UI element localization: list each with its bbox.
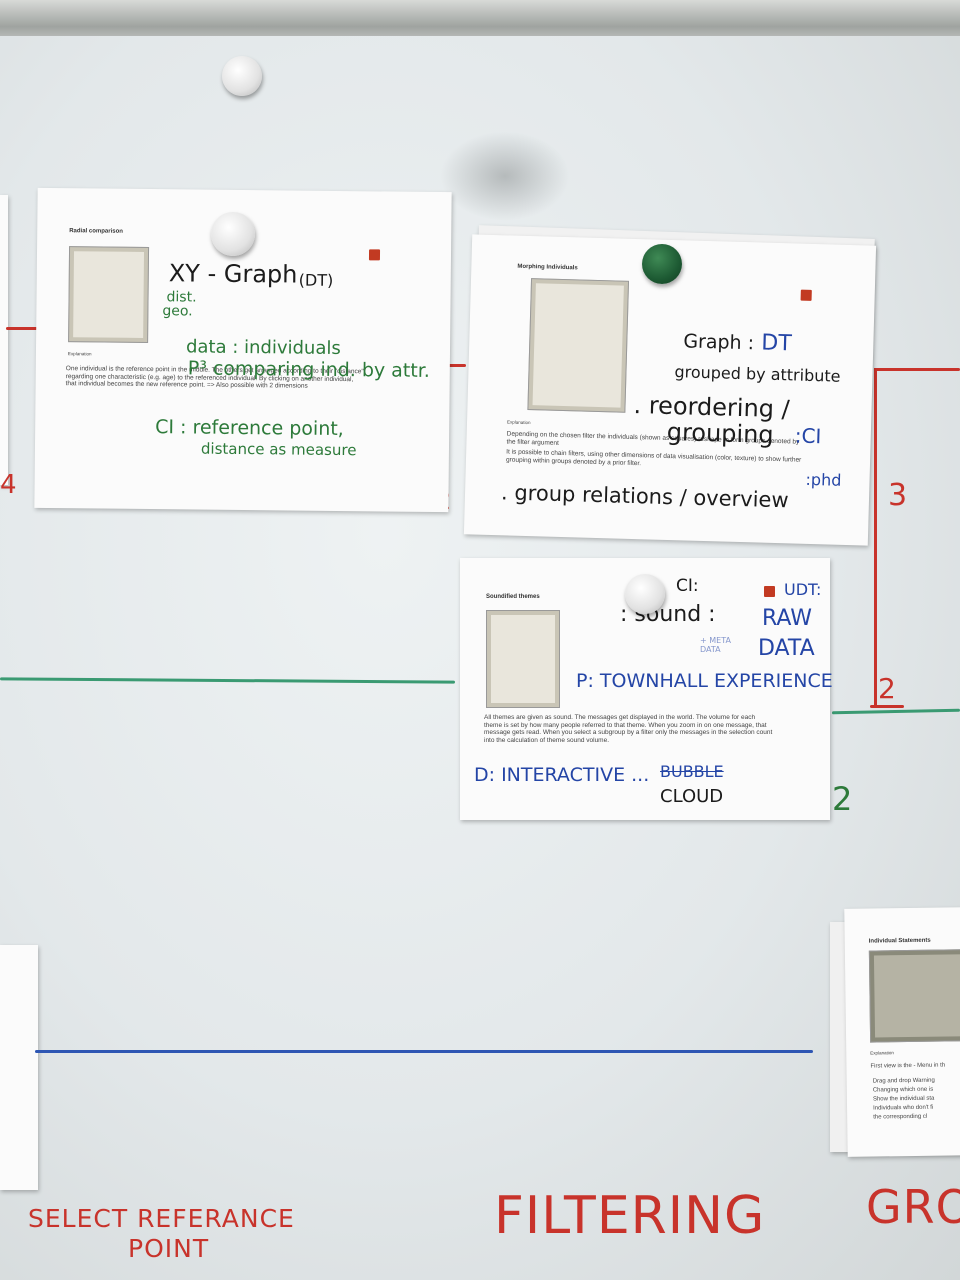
magnet-card-2 <box>642 244 682 284</box>
bullet-5: the corresponding cl <box>873 1113 928 1121</box>
card-individual-statements: Individual Statements Explanation First … <box>844 907 960 1157</box>
board-number-two-right: 2 <box>878 672 896 705</box>
paper-fragment-left-top <box>0 195 8 485</box>
sketch-photo-content <box>873 954 960 1038</box>
column-label-select-reference: SELECT REFERANCE <box>28 1204 295 1233</box>
note-display: D: INTERACTIVE ... <box>474 764 650 786</box>
board-number-three: 3 <box>888 478 908 513</box>
presentation-icon <box>368 249 381 261</box>
column-label-filtering: FILTERING <box>494 1186 766 1246</box>
note-purpose: P: TOWNHALL EXPERIENCE <box>576 670 833 692</box>
explanation-label: Explanation <box>506 419 531 426</box>
blue-line <box>35 1050 813 1053</box>
bullet-3: Show the individual sta <box>872 1095 935 1103</box>
note-relations: . group relations / overview <box>500 480 789 513</box>
note-dt: (DT) <box>298 270 334 290</box>
note-graph: Graph : <box>683 330 755 355</box>
sketch-photo-content <box>532 283 624 408</box>
column-label-grouping: GROU <box>866 1180 960 1234</box>
red-bracket-vertical <box>874 368 877 708</box>
note-ci: CI: <box>676 576 699 596</box>
card-title: Soundified themes <box>486 594 540 600</box>
magnet-card-1 <box>211 212 255 256</box>
card-title: Morphing Individuals <box>517 263 578 272</box>
sketch-photo <box>486 610 560 708</box>
note-raw: RAW <box>762 606 812 631</box>
card-description: First view is the - Menu in th <box>870 1062 946 1070</box>
sketch-photo-content <box>73 251 145 338</box>
note-phd: :phd <box>805 469 842 490</box>
note-udt: UDT: <box>784 580 822 599</box>
bullet-2: Changing which one is <box>872 1086 934 1094</box>
note-grouping: grouping <box>666 417 775 449</box>
presentation-icon <box>800 289 812 301</box>
presentation-icon <box>764 586 775 597</box>
note-ci: CI : reference point, <box>155 416 344 441</box>
board-number-two-green: 2 <box>832 780 853 818</box>
note-ci: :CI <box>794 423 822 449</box>
red-bracket-top <box>874 368 960 371</box>
card-title: Radial comparison <box>69 228 123 235</box>
note-ci-2: distance as measure <box>200 439 357 460</box>
magnet-top <box>222 56 262 96</box>
sketch-photo <box>527 278 630 413</box>
note-bubble: BUBBLE <box>660 762 724 781</box>
sketch-photo-content <box>491 615 555 703</box>
note-xy-graph: XY - Graph <box>168 259 298 289</box>
note-data: data : individuals <box>185 336 341 360</box>
explanation-label: Explanation <box>870 1050 894 1056</box>
sketch-photo <box>868 949 960 1043</box>
note-purpose: P³ comparing ind. by attr. <box>187 357 430 382</box>
red-dash-middle <box>448 364 466 367</box>
card-title: Individual Statements <box>868 937 931 945</box>
note-dt: DT <box>760 330 793 357</box>
paper-fragment-left-bottom <box>0 945 38 1190</box>
magnet-card-3 <box>625 574 665 614</box>
note-grouped: grouped by attribute <box>674 362 841 386</box>
note-geo: geo. <box>162 303 193 320</box>
column-label-select-reference-line2: POINT <box>128 1234 210 1263</box>
sketch-photo <box>68 246 150 344</box>
bullet-4: Individuals who don't fi <box>873 1104 934 1112</box>
whiteboard-frame <box>0 0 960 38</box>
note-cloud: CLOUD <box>660 786 724 807</box>
red-dash-left <box>6 327 38 330</box>
marker-smudge <box>440 131 570 221</box>
red-bracket-bottom <box>870 705 904 708</box>
card-description: All themes are given as sound. The messa… <box>484 714 773 744</box>
bullet-1: Drag and drop Warning <box>872 1077 935 1085</box>
explanation-label: Explanation <box>67 351 92 357</box>
note-data: DATA <box>758 636 815 661</box>
board-number-four: 4 <box>0 470 17 500</box>
note-meta: + META DATA <box>700 636 731 654</box>
